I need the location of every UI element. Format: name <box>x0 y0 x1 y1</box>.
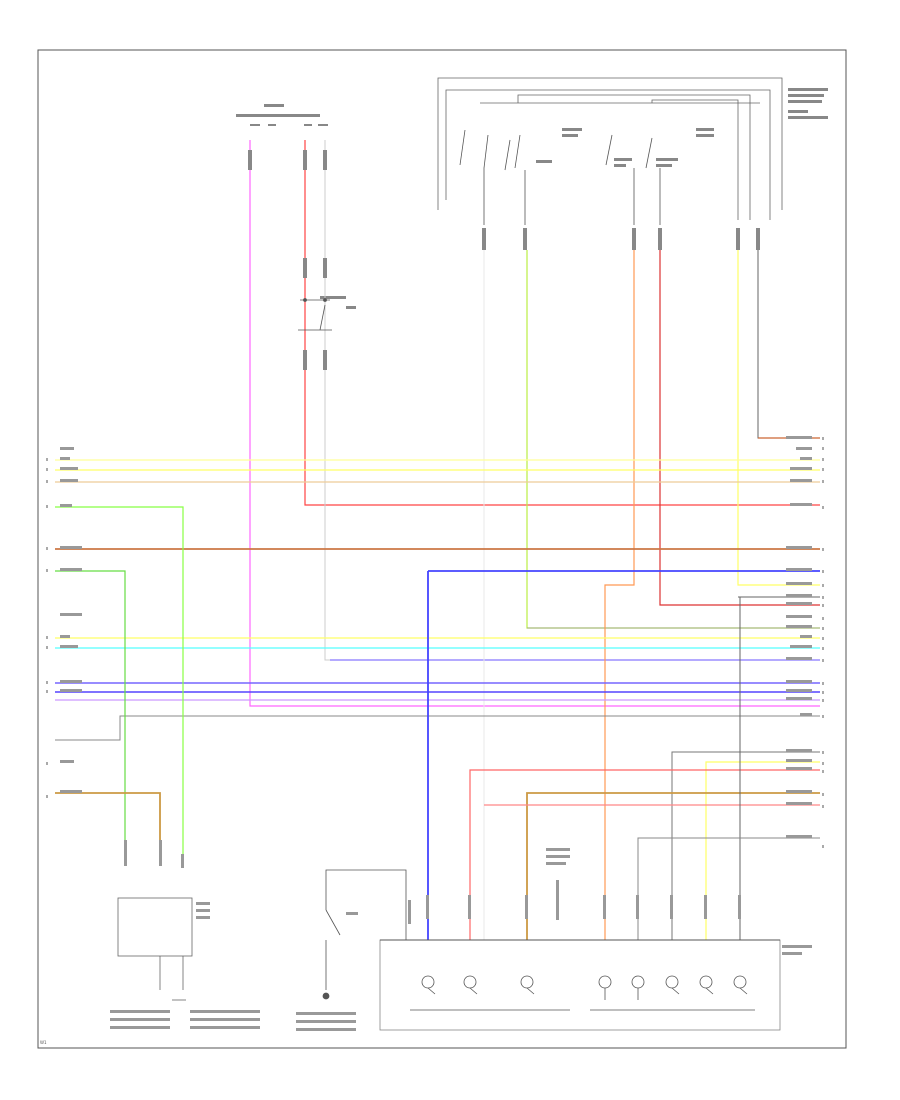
top-component-labels <box>236 88 828 309</box>
wire-yellow-vertical <box>737 250 820 586</box>
wire-gray-vertical-left <box>324 140 820 661</box>
bottom-left-relay <box>110 840 260 1029</box>
connector-block <box>379 848 812 1031</box>
wire-red-vertical <box>304 140 820 506</box>
wire-tan-left <box>55 792 161 860</box>
mid-switch <box>298 298 332 331</box>
wire-black-vertical <box>757 250 820 439</box>
wire-pink-vertical <box>249 140 820 707</box>
top-switch-contacts <box>459 129 661 225</box>
left-pin-numbers <box>46 458 48 798</box>
horizontal-wire-rows <box>55 459 820 741</box>
bottom-middle-switch <box>296 869 407 1031</box>
top-switch-bracket <box>437 77 783 220</box>
vertical-wire-labels <box>248 150 760 370</box>
wire-orange-vertical <box>604 250 635 940</box>
wire-green-left <box>55 506 184 860</box>
left-row-labels <box>60 447 82 793</box>
wire-red-vertical-right <box>659 250 820 606</box>
frame-id: W1 <box>40 1040 47 1045</box>
right-pin-numbers <box>822 437 824 848</box>
diagram-frame <box>37 49 847 1049</box>
right-row-labels <box>786 436 812 838</box>
